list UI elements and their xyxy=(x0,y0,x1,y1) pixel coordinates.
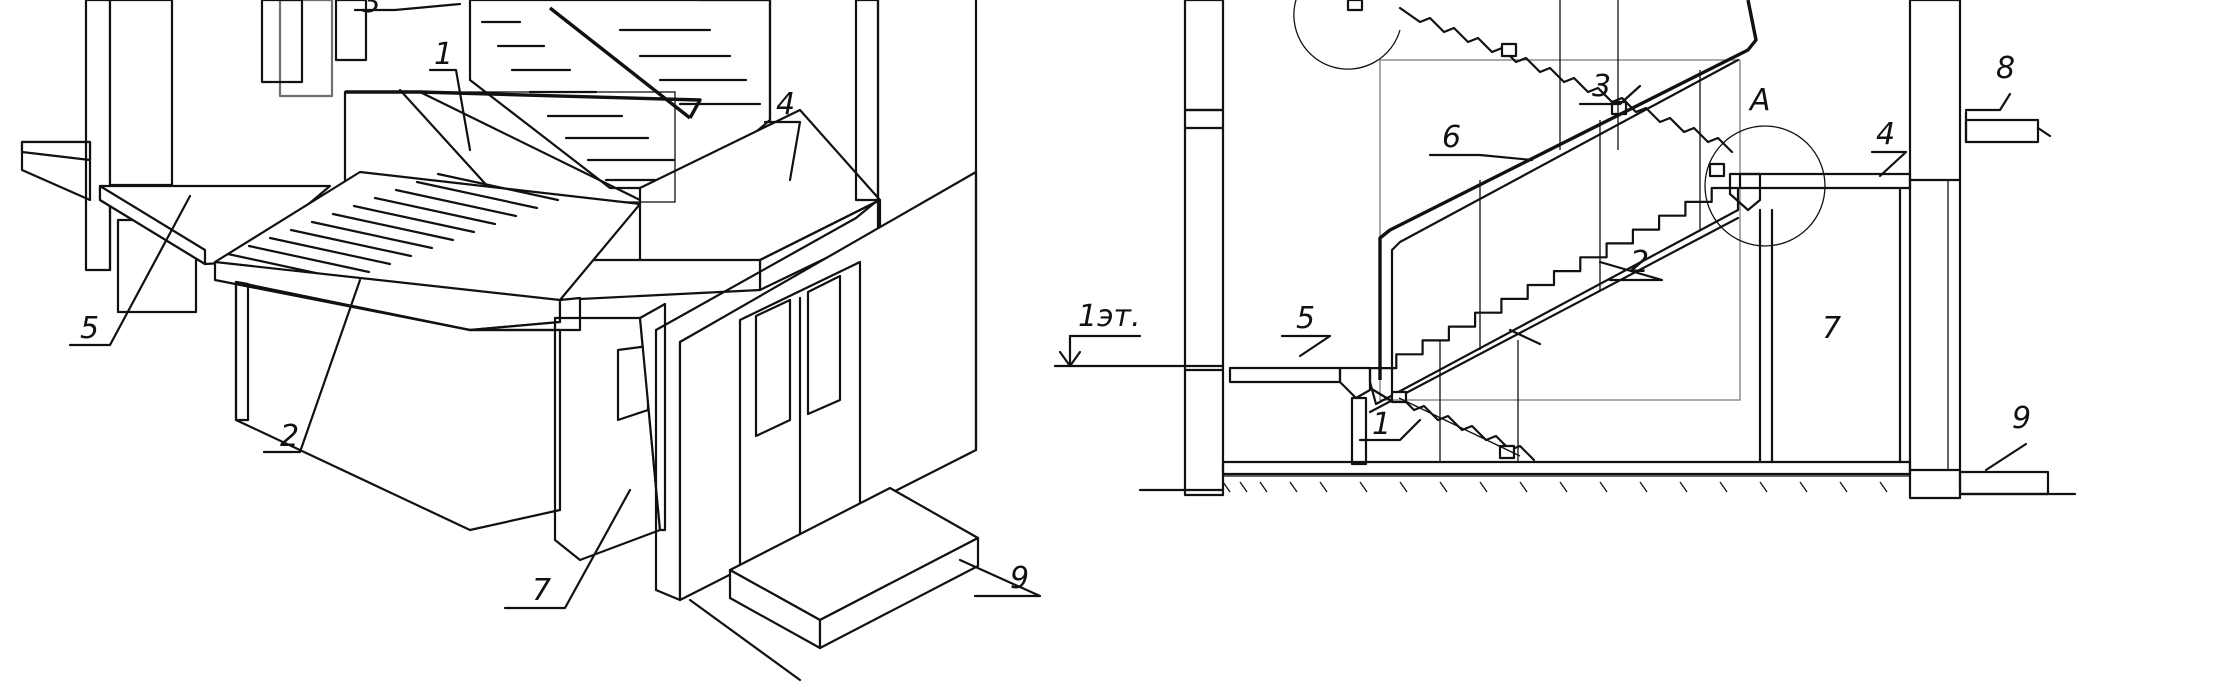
left-callout-5: 5 xyxy=(80,311,99,346)
section-flight-2 xyxy=(1368,186,1740,414)
axonometric-view xyxy=(20,0,980,682)
section-landing-4 xyxy=(1728,172,1912,464)
left-wall xyxy=(84,0,198,314)
entrance-step-9 xyxy=(688,486,980,682)
left-callout-2: 2 xyxy=(280,419,299,454)
right-callout-2: 2 xyxy=(1630,245,1649,280)
level-mark-1st-floor xyxy=(1053,334,1225,368)
detail-mark-label: А xyxy=(1748,83,1771,118)
balustrade xyxy=(343,6,702,212)
section-flight-1 xyxy=(1368,340,1536,462)
detail-circles xyxy=(1293,0,1826,247)
callout-labels: 1 2 3 4 5 7 9 1 2 3 4 5 6 7 8 9 1эт. А xyxy=(80,0,2031,608)
left-callout-9: 9 xyxy=(1010,561,1029,596)
ground-floor-slab xyxy=(1138,460,1912,493)
floor-under-stair xyxy=(234,280,562,532)
left-callout-4: 4 xyxy=(776,87,795,122)
right-callout-leaders xyxy=(1280,84,2028,472)
left-callout-1: 1 xyxy=(434,37,453,72)
section-landing-5 xyxy=(1228,366,1372,466)
right-callout-9: 9 xyxy=(2012,401,2031,436)
right-callout-7: 7 xyxy=(1822,311,1841,346)
partition-7 xyxy=(553,302,667,562)
level-mark-label: 1эт. xyxy=(1078,299,1141,334)
right-callout-4: 4 xyxy=(1876,117,1895,152)
back-wall-column xyxy=(260,0,368,98)
section-right-wall xyxy=(1908,0,1962,500)
canopy-8 xyxy=(1964,110,2052,144)
left-callout-7: 7 xyxy=(532,573,551,608)
right-callout-6: 6 xyxy=(1442,120,1461,155)
section-view xyxy=(1053,0,2077,500)
right-callout-8: 8 xyxy=(1996,51,2015,86)
section-handrail-6 xyxy=(1378,0,1758,401)
left-slab-edge xyxy=(20,140,92,202)
outside-step-9 xyxy=(1958,470,2077,496)
left-callout-leaders xyxy=(68,2,1042,610)
right-callout-1: 1 xyxy=(1372,407,1391,442)
right-callout-3: 3 xyxy=(1592,69,1611,104)
section-left-wall xyxy=(1183,0,1225,497)
lower-flight-2 xyxy=(213,170,642,332)
left-callout-3: 3 xyxy=(362,0,381,20)
right-callout-5: 5 xyxy=(1296,301,1315,336)
